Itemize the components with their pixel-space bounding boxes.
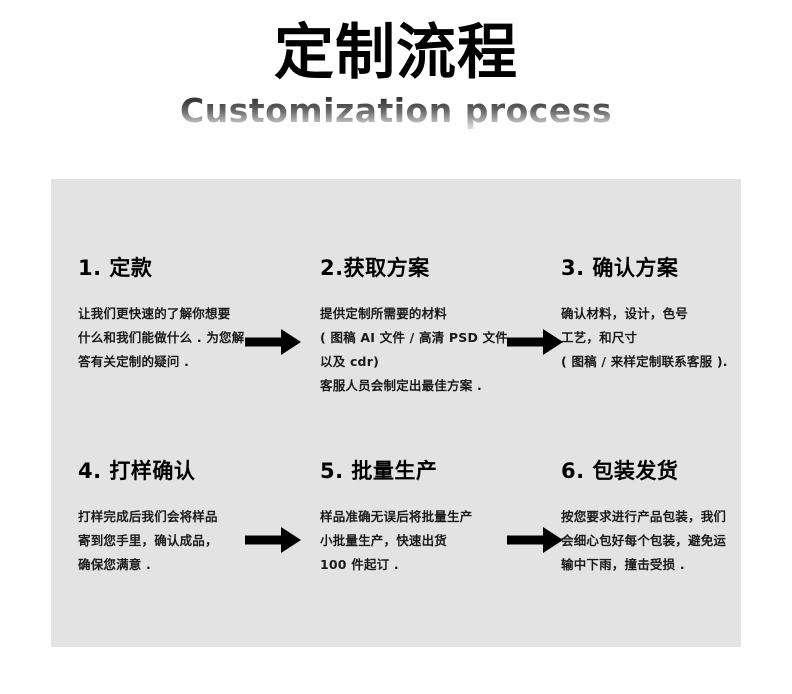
- step-4-heading: 4. 打样确认: [78, 459, 196, 483]
- process-step-1: 1. 定款 让我们更快速的了解你想要 什么和我们能做什么 . 为您解 答有关定制…: [78, 254, 308, 374]
- process-step-6: 6. 包装发货 按您要求进行产品包装，我们 会细心包好每个包装，避免运 输中下雨…: [561, 457, 791, 577]
- step-4-description: 打样完成后我们会将样品 寄到您手里，确认成品， 确保您满意 .: [78, 505, 308, 577]
- process-step-2: 2.获取方案 提供定制所需要的材料 ( 图稿 AI 文件 / 高清 PSD 文件…: [320, 254, 550, 398]
- step-5-heading: 5. 批量生产: [320, 459, 438, 483]
- step-1-heading: 1. 定款: [78, 256, 153, 280]
- process-step-5: 5. 批量生产 样品准确无误后将批量生产 小批量生产，快速出货 100 件起订 …: [320, 457, 550, 577]
- step-2-line-3: 以及 cdr): [320, 354, 379, 369]
- step-1-line-3: 答有关定制的疑问 .: [78, 354, 190, 369]
- step-6-line-3: 输中下雨，撞击受损 .: [561, 557, 685, 572]
- arrow-right-icon: [245, 527, 301, 553]
- step-6-line-2: 会细心包好每个包装，避免运: [561, 533, 727, 548]
- step-2-line-2: ( 图稿 AI 文件 / 高清 PSD 文件: [320, 330, 509, 345]
- step-3-heading: 3. 确认方案: [561, 256, 679, 280]
- step-4-line-1: 打样完成后我们会将样品: [78, 509, 218, 524]
- step-6-line-1: 按您要求进行产品包装，我们: [561, 509, 727, 524]
- step-5-line-3: 100 件起订 .: [320, 557, 399, 572]
- step-5-line-1: 样品准确无误后将批量生产: [320, 509, 473, 524]
- step-6-heading: 6. 包装发货: [561, 459, 679, 483]
- step-6-description: 按您要求进行产品包装，我们 会细心包好每个包装，避免运 输中下雨，撞击受损 .: [561, 505, 791, 577]
- step-1-line-1: 让我们更快速的了解你想要: [78, 306, 231, 321]
- step-3-line-1: 确认材料，设计，色号: [561, 306, 689, 321]
- arrow-right-icon: [245, 329, 301, 355]
- step-3-description: 确认材料，设计，色号 工艺，和尺寸 ( 图稿 / 来样定制联系客服 ).: [561, 302, 791, 374]
- page-header: 定制流程 Customization process: [0, 0, 792, 150]
- step-2-description: 提供定制所需要的材料 ( 图稿 AI 文件 / 高清 PSD 文件 以及 cdr…: [320, 302, 550, 398]
- process-step-3: 3. 确认方案 确认材料，设计，色号 工艺，和尺寸 ( 图稿 / 来样定制联系客…: [561, 254, 791, 374]
- step-3-line-3: ( 图稿 / 来样定制联系客服 ).: [561, 354, 728, 369]
- step-5-line-2: 小批量生产，快速出货: [320, 533, 448, 548]
- step-2-heading: 2.获取方案: [320, 256, 430, 280]
- page-subtitle-english: Customization process: [0, 92, 792, 130]
- page-title-chinese: 定制流程: [274, 18, 518, 88]
- process-step-4: 4. 打样确认 打样完成后我们会将样品 寄到您手里，确认成品， 确保您满意 .: [78, 457, 308, 577]
- step-2-line-4: 客服人员会制定出最佳方案 .: [320, 378, 482, 393]
- step-3-line-2: 工艺，和尺寸: [561, 330, 638, 345]
- step-1-description: 让我们更快速的了解你想要 什么和我们能做什么 . 为您解 答有关定制的疑问 .: [78, 302, 308, 374]
- process-panel: [51, 179, 741, 647]
- step-4-line-3: 确保您满意 .: [78, 557, 152, 572]
- step-5-description: 样品准确无误后将批量生产 小批量生产，快速出货 100 件起订 .: [320, 505, 550, 577]
- arrow-right-icon: [507, 329, 563, 355]
- step-4-line-2: 寄到您手里，确认成品，: [78, 533, 218, 548]
- step-1-line-2: 什么和我们能做什么 . 为您解: [78, 330, 245, 345]
- step-2-line-1: 提供定制所需要的材料: [320, 306, 448, 321]
- arrow-right-icon: [507, 527, 563, 553]
